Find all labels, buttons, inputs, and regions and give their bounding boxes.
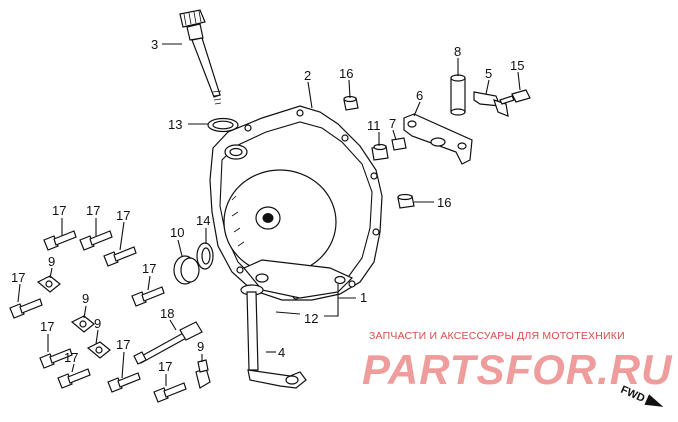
watermark-brand: PARTSFOR.RU <box>362 346 673 393</box>
callout-1: 1 <box>360 290 367 305</box>
part-4-oil-pipe <box>240 284 307 389</box>
part-15-bolt <box>499 89 531 105</box>
fitting-9-d <box>195 359 211 389</box>
bolt-17-g <box>57 368 91 389</box>
callout-17-f: 17 <box>40 319 54 334</box>
callout-9-a: 9 <box>48 254 55 269</box>
part-3-dipstick <box>179 9 222 105</box>
bolt-17-i <box>153 382 187 403</box>
watermark-tagline: ЗАПЧАСТИ И АКСЕССУАРЫ ДЛЯ МОТОТЕХНИКИ <box>369 330 625 342</box>
callout-9-d: 9 <box>197 339 204 354</box>
callout-15: 15 <box>510 58 524 73</box>
bolt-17-h <box>107 372 141 393</box>
callout-10: 10 <box>170 225 184 240</box>
part-16-dowel-pin-right <box>397 193 415 209</box>
callout-7: 7 <box>389 116 396 131</box>
callout-14: 14 <box>196 213 210 228</box>
part-6-bracket <box>403 113 473 165</box>
part-16-dowel-pin-top <box>343 95 359 111</box>
callout-17-i: 17 <box>158 359 172 374</box>
leader-lines <box>17 43 521 386</box>
bolt-17-f <box>39 348 73 369</box>
callout-2: 2 <box>304 68 311 83</box>
watermark: ЗАПЧАСТИ И АКСЕССУАРЫ ДЛЯ МОТОТЕХНИКИ PA… <box>362 330 673 393</box>
part-8-pin <box>450 74 466 116</box>
part-2-crankcase-cover <box>209 105 383 301</box>
part-11-nut <box>371 143 389 161</box>
callout-16-top: 16 <box>339 66 353 81</box>
part-7-washer <box>391 137 407 151</box>
callout-13: 13 <box>168 117 182 132</box>
bolt-17-e <box>131 286 165 307</box>
callout-9-b: 9 <box>82 291 89 306</box>
part-5-clamp <box>473 91 509 117</box>
part-13-o-ring <box>207 117 239 133</box>
bolt-17-a <box>43 230 77 251</box>
callout-11: 11 <box>367 118 381 133</box>
callout-17-c: 17 <box>116 208 130 223</box>
callout-12: 12 <box>304 311 318 326</box>
callout-17-b: 17 <box>86 203 100 218</box>
callout-8: 8 <box>454 44 461 59</box>
fitting-9-a <box>36 275 61 293</box>
bolt-17-b <box>79 230 113 251</box>
callout-17-e: 17 <box>142 261 156 276</box>
callout-16-right: 16 <box>437 195 451 210</box>
callout-17-a: 17 <box>52 203 66 218</box>
callout-17-g: 17 <box>64 350 78 365</box>
fitting-9-c <box>86 341 111 359</box>
callout-18: 18 <box>160 306 174 321</box>
part-10-cap <box>173 255 200 285</box>
bolt-17-d <box>9 298 43 319</box>
part-18-stud <box>133 321 203 365</box>
bolt-17-c <box>103 246 137 267</box>
fwd-arrow-icon <box>644 394 664 407</box>
callout-5: 5 <box>485 66 492 81</box>
callout-4: 4 <box>278 345 285 360</box>
callout-3: 3 <box>151 37 158 52</box>
callout-17-d: 17 <box>11 270 25 285</box>
fitting-9-b <box>70 315 95 333</box>
callout-labels: 3 2 16 8 5 15 6 13 11 7 16 17 17 17 10 1… <box>11 37 524 374</box>
callout-9-c: 9 <box>94 316 101 331</box>
callout-6: 6 <box>416 88 423 103</box>
callout-17-h: 17 <box>116 337 130 352</box>
part-14-seal-ring <box>196 242 214 270</box>
